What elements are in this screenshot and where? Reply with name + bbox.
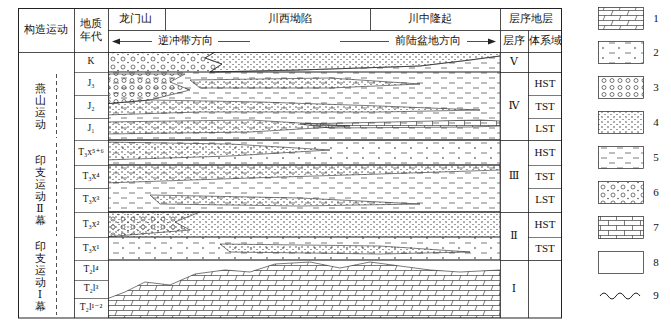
age-label: J₂ — [87, 101, 94, 112]
legend-number: 5 — [653, 151, 659, 164]
tectonic-event: 印支运动Ⅱ幕 — [35, 154, 46, 227]
age-label: J₃ — [87, 78, 94, 89]
direction-label: 逆冲带方向 — [158, 34, 213, 47]
legend-number: 8 — [653, 256, 659, 269]
systems-tract: HST — [535, 218, 556, 231]
legend-number: 9 — [653, 289, 659, 302]
tectonic-event: 印支运动Ⅰ幕 — [35, 240, 46, 313]
column-heading: 龙门山 — [119, 12, 152, 25]
header-cell: 构造运动 — [24, 23, 68, 36]
age-label: J₁ — [87, 123, 94, 134]
column-heading: 层序 — [503, 34, 525, 47]
age-label: T₃x² — [83, 219, 100, 230]
sequence-number: Ⅲ — [509, 169, 520, 182]
systems-tract: HST — [535, 77, 556, 90]
age-label: T₂l¹⁻² — [80, 302, 102, 313]
age-label: T₂l⁴ — [83, 264, 98, 275]
age-label: K — [88, 56, 95, 67]
direction-label: 前陆盆地方向 — [395, 34, 461, 47]
column-heading: 川中隆起 — [408, 12, 452, 25]
column-heading: 体系域 — [529, 34, 562, 47]
age-label: T₃x³ — [83, 194, 100, 205]
age-label: T₃x⁵⁺⁶ — [78, 147, 104, 158]
legend-number: 3 — [653, 81, 659, 94]
sequence-number: Ⅴ — [510, 55, 518, 68]
tectonic-event: 燕山运动 — [35, 82, 46, 130]
header-cell: 地质年代 — [79, 17, 103, 42]
systems-tract: TST — [535, 100, 555, 113]
legend-number: 2 — [653, 46, 659, 59]
age-label: T₃x¹ — [83, 243, 100, 254]
legend-number: 7 — [653, 221, 659, 234]
legend-number: 6 — [653, 186, 659, 199]
sequence-number: Ⅱ — [510, 229, 517, 242]
legend-number: 4 — [653, 116, 659, 129]
legend-swatches — [599, 8, 644, 300]
column-heading: 层序地层 — [509, 12, 553, 25]
systems-tract: HST — [535, 146, 556, 159]
sequence-number: Ⅰ — [512, 282, 516, 295]
column-heading: 川西坳陷 — [268, 12, 312, 25]
systems-tract: TST — [535, 242, 555, 255]
age-label: T₃x⁴ — [82, 171, 99, 182]
sequence-number: Ⅳ — [509, 99, 520, 112]
systems-tract: TST — [535, 170, 555, 183]
systems-tract: LST — [535, 122, 555, 135]
systems-tract: LST — [535, 193, 555, 206]
legend-number: 1 — [653, 12, 659, 25]
age-label: T₂l³ — [84, 283, 99, 294]
